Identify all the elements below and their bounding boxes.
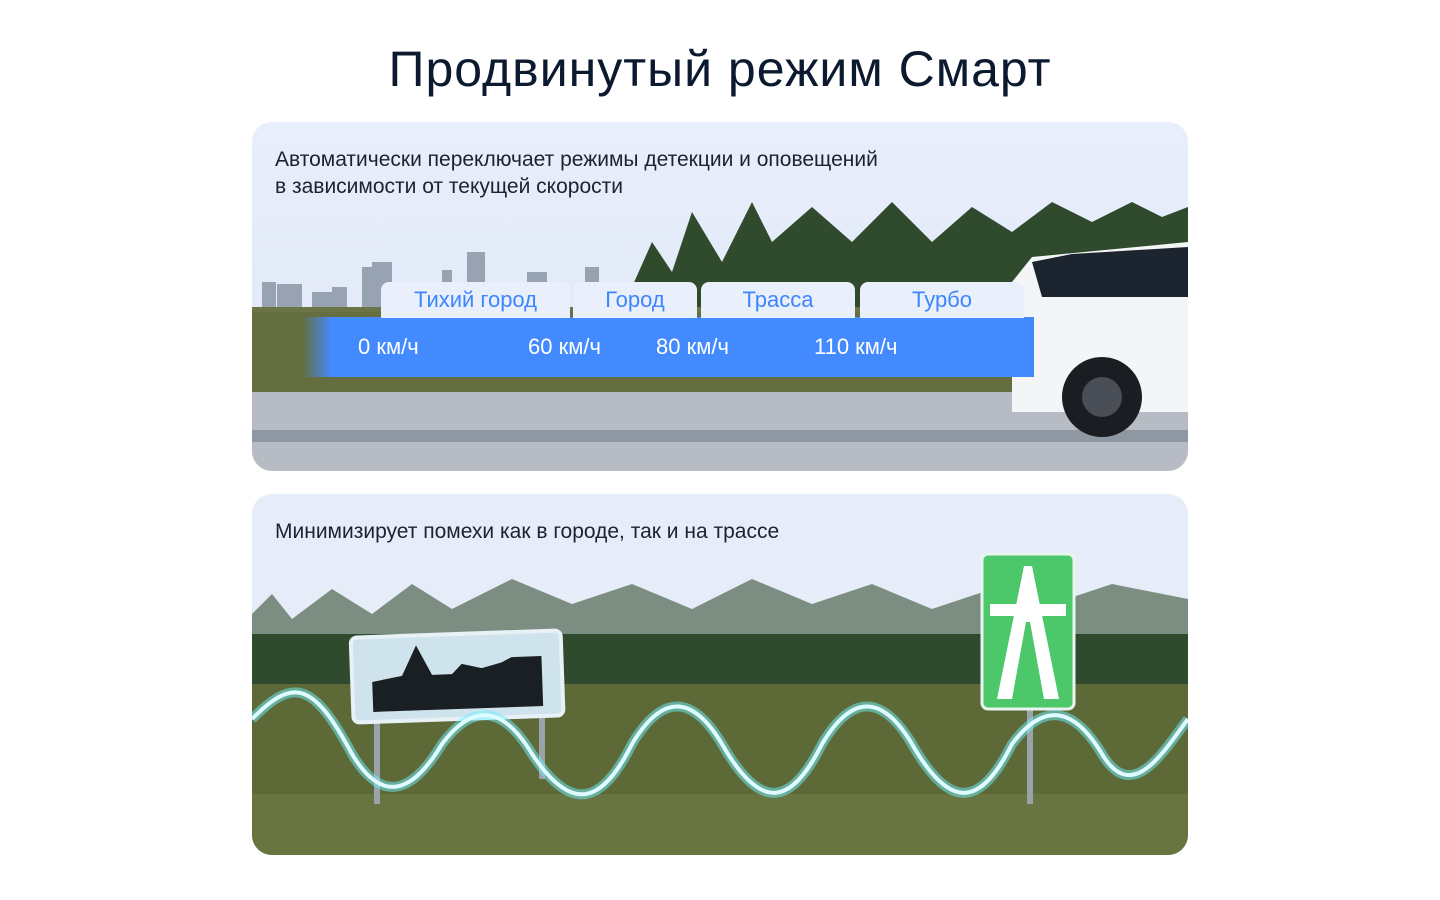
- mode-tab-city: Город: [573, 282, 697, 318]
- speed-label-80: 80 км/ч: [656, 334, 729, 359]
- speed-modes-card: Автоматически переключает режимы детекци…: [252, 122, 1188, 471]
- speed-label-110: 110 км/ч: [814, 334, 898, 359]
- speed-scale-bar: 0 км/ч 60 км/ч 80 км/ч 110 км/ч: [302, 317, 1034, 377]
- description-line-1: Автоматически переключает режимы детекци…: [275, 148, 878, 171]
- page-title: Продвинутый режим Смарт: [388, 41, 1052, 97]
- signs-scene-image: [252, 494, 1188, 855]
- speed-label-60: 60 км/ч: [528, 334, 601, 359]
- mode-tab-quiet-city: Тихий город: [381, 282, 570, 318]
- description-line-2: в зависимости от текущей скорости: [275, 175, 623, 198]
- speed-label-0: 0 км/ч: [358, 334, 419, 359]
- noise-reduction-card: Минимизирует помехи как в городе, так и …: [252, 494, 1188, 855]
- mode-tab-highway: Трасса: [701, 282, 855, 318]
- mode-tab-turbo: Турбо: [860, 282, 1024, 318]
- description: Минимизирует помехи как в городе, так и …: [275, 520, 780, 543]
